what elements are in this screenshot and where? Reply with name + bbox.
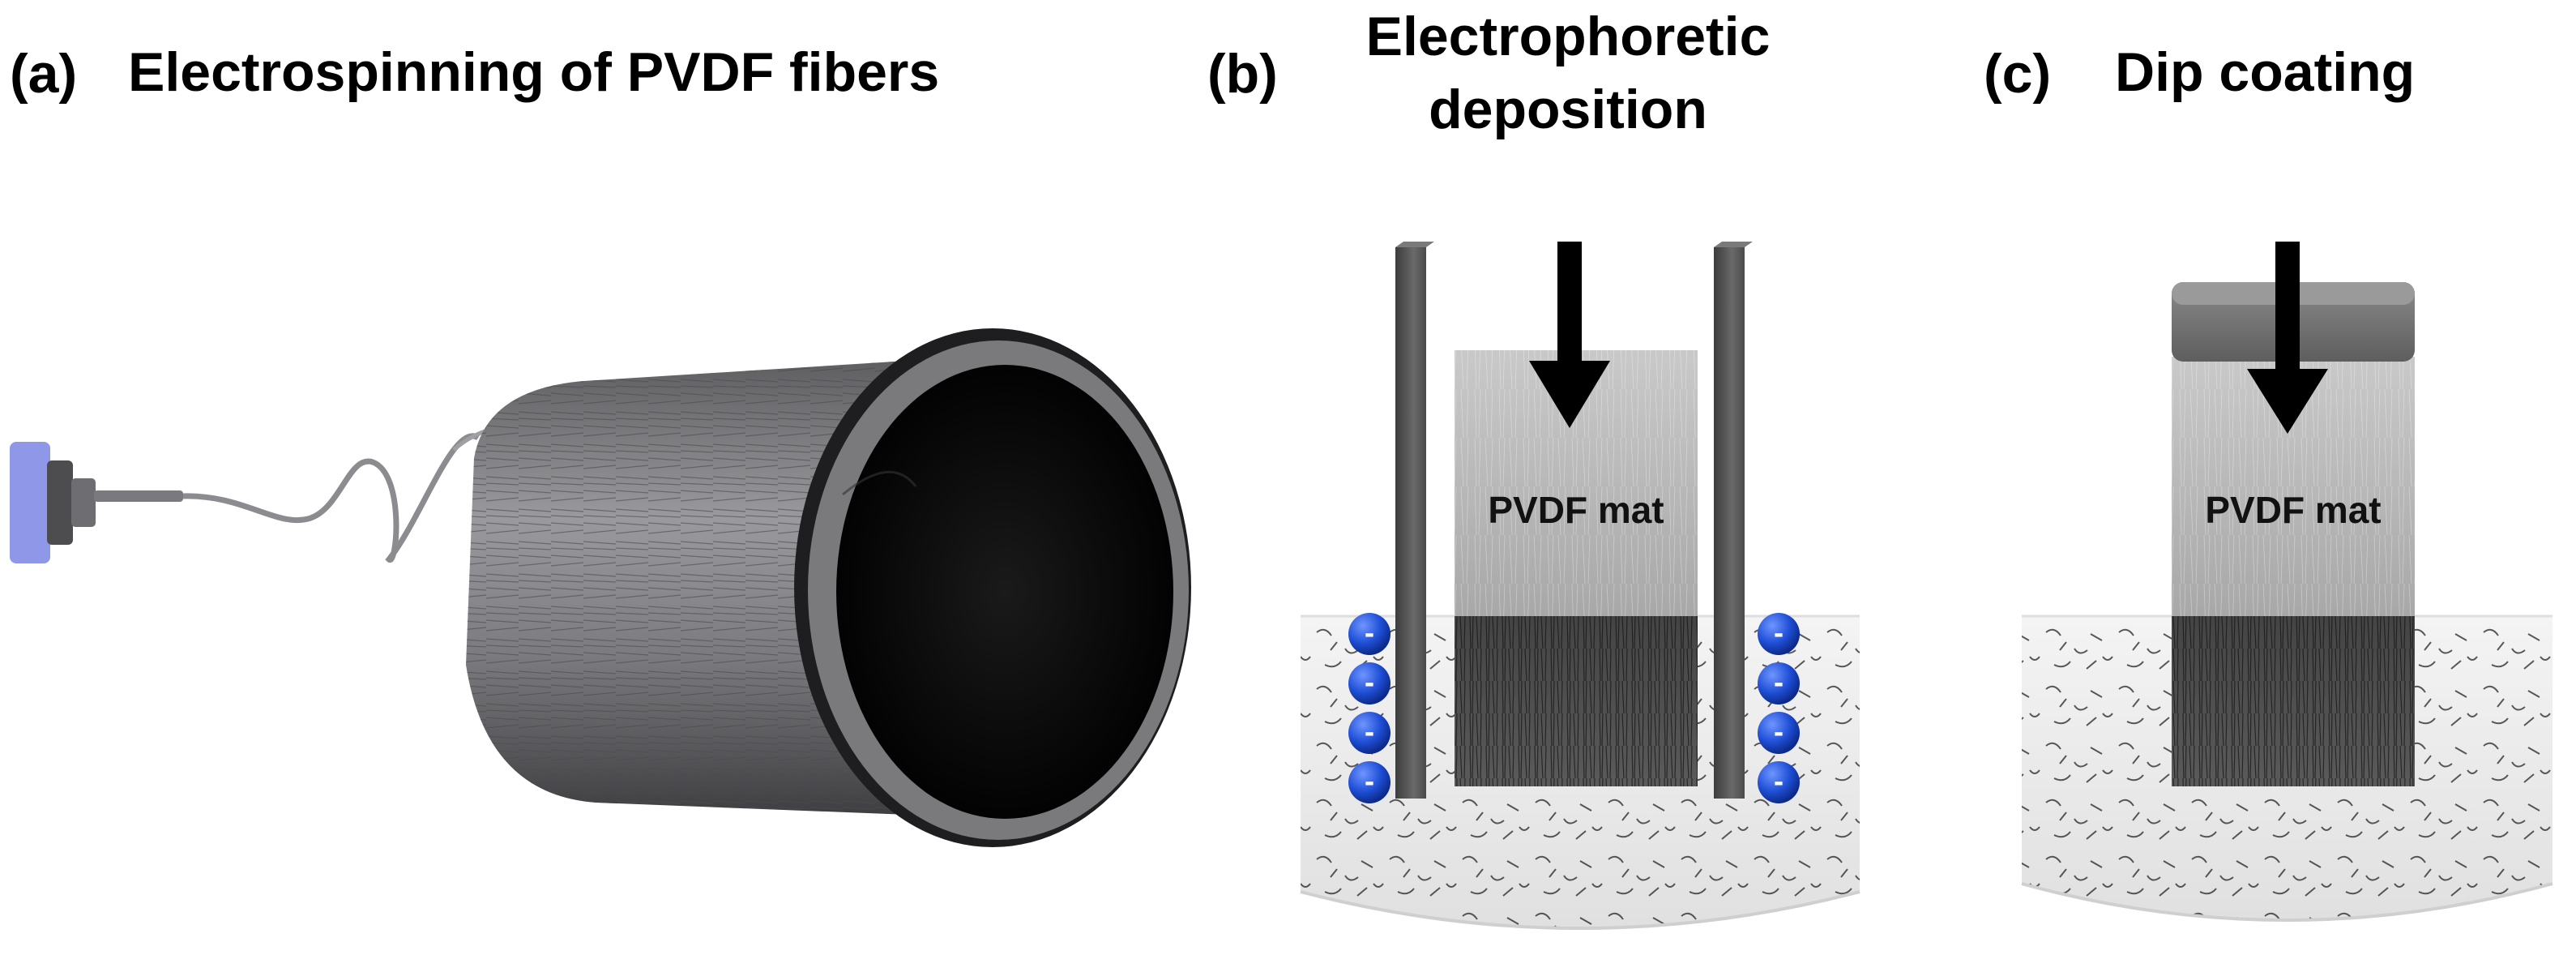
epd-setup: PVDF mat - - - -: [1300, 242, 1860, 930]
negative-ion: [1758, 712, 1800, 754]
syringe-tip: [94, 490, 183, 502]
negative-ion: [1758, 761, 1800, 803]
dip-down-arrow: [2247, 242, 2328, 434]
negative-ion: [1758, 662, 1800, 704]
negative-ion: [1348, 613, 1391, 655]
epd-pvdf-mat: PVDF mat: [1455, 350, 1698, 786]
syringe-cap: [47, 460, 73, 545]
collector-drum: [466, 328, 1191, 847]
epd-down-arrow: [1529, 242, 1610, 428]
epd-mat-label: PVDF mat: [1488, 489, 1664, 531]
ion-symbol: -: [1365, 719, 1374, 747]
panel-c-tag: (c): [1984, 43, 2052, 105]
panel-b-title-line2: deposition: [1429, 79, 1707, 140]
negative-ion: [1348, 761, 1391, 803]
ion-symbol: -: [1365, 620, 1374, 649]
electrospinning-setup: [10, 328, 1191, 847]
negative-ion: [1348, 662, 1391, 704]
panel-a-tag: (a): [10, 43, 78, 105]
dip-coating-setup: PVDF mat: [2021, 242, 2553, 922]
negative-ion: [1348, 712, 1391, 754]
drum-opening: [836, 365, 1173, 819]
panel-b-title-line1: Electrophoretic: [1365, 6, 1771, 67]
ion-symbol: -: [1365, 670, 1374, 698]
fiber-jet: [182, 433, 480, 563]
ion-symbol: -: [1774, 670, 1784, 698]
panel-c-title: Dip coating: [2115, 41, 2416, 103]
ion-symbol: -: [1365, 769, 1374, 797]
syringe-nozzle: [71, 478, 96, 527]
panel-a-title: Electrospinning of PVDF fibers: [128, 41, 940, 103]
epd-electrode-left: [1395, 242, 1434, 799]
ion-column-left: - - - -: [1348, 613, 1391, 803]
negative-ion: [1758, 613, 1800, 655]
ion-symbol: -: [1774, 769, 1784, 797]
dip-pvdf-mat: PVDF mat: [2172, 357, 2415, 786]
panel-b-tag: (b): [1207, 43, 1278, 105]
ion-symbol: -: [1774, 719, 1784, 747]
syringe-body: [10, 442, 50, 563]
ion-symbol: -: [1774, 620, 1784, 649]
dip-mat-label: PVDF mat: [2205, 489, 2381, 531]
epd-electrode-right: [1714, 242, 1753, 799]
ion-column-right: - - - -: [1758, 613, 1800, 803]
